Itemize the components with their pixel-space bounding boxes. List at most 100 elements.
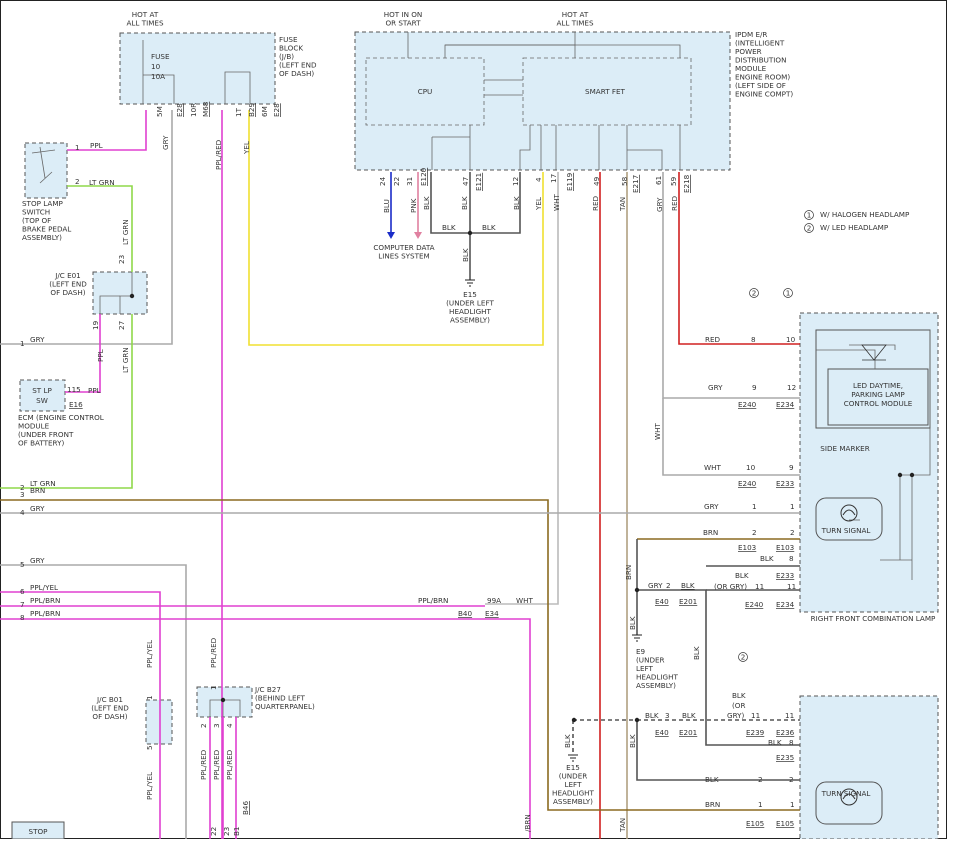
wire-label: 23	[117, 255, 126, 264]
wire-label: B29	[247, 102, 256, 117]
wire-label: 49	[592, 176, 601, 186]
wire-label: PPL/RED	[225, 749, 234, 780]
wire-13	[678, 172, 800, 345]
wire-label: 2	[790, 528, 795, 537]
legend-halogen: W/ HALOGEN HEADLAMP	[820, 210, 910, 219]
turn-signal-upper-box	[815, 497, 883, 541]
splice-dot	[220, 697, 226, 703]
splice-dot	[571, 717, 577, 723]
wire-label: E201	[679, 728, 697, 737]
wire-label: PPL	[88, 386, 101, 395]
wire-label: LT GRN	[121, 347, 130, 373]
wire-label: PPL/RED	[214, 139, 223, 170]
led-icon	[861, 344, 887, 361]
wire-label: BLK	[705, 775, 719, 784]
row-color: GRY	[30, 335, 45, 344]
wire-22	[0, 564, 187, 839]
stop-lamp-switch-box	[24, 142, 68, 199]
fuse-block-box	[119, 32, 276, 105]
wire-label: 3	[212, 723, 221, 728]
wire-label: BLK	[482, 223, 496, 232]
wire-label: 2	[666, 581, 671, 590]
wire-label: BLK	[768, 738, 782, 747]
wire-label: 2	[199, 723, 208, 728]
wire-label: E40	[655, 597, 669, 606]
wire-label: WHT	[653, 422, 662, 440]
wire-label: E121	[474, 173, 483, 191]
wire-label: BLK	[442, 223, 456, 232]
wire-label: E103	[776, 543, 794, 552]
wire-label: 11	[785, 711, 794, 720]
wire-label: E240	[738, 400, 757, 409]
row-number: 7	[20, 600, 25, 609]
wire-label: 59	[669, 176, 678, 186]
row-color: PPL/BRN	[30, 609, 60, 618]
wire-4	[248, 110, 544, 346]
wire-7	[430, 172, 521, 234]
wire-label: BLK	[760, 554, 774, 563]
wire-1	[67, 185, 133, 272]
splice-dot	[897, 472, 903, 478]
wire-label: PPL/RED	[212, 749, 221, 780]
wire-label: BRN	[705, 800, 720, 809]
wire-label: 17	[549, 174, 558, 183]
wire-label: 1	[209, 685, 218, 690]
wire-17	[0, 499, 800, 811]
wire-label: 1	[145, 695, 154, 700]
wire-label: 99A	[487, 596, 501, 605]
wire-label: WHT	[516, 596, 534, 605]
wire-label: 1	[790, 502, 795, 511]
legend-marker-2: 2	[804, 223, 814, 233]
wire-25	[0, 618, 531, 839]
wire-label: TAN	[618, 197, 627, 212]
wire-label: BLK	[422, 196, 431, 210]
wire-label: BLK	[628, 616, 637, 630]
wire-label: E105	[776, 819, 794, 828]
wire-29	[636, 720, 800, 781]
ground-symbol	[465, 279, 475, 287]
wire-label: 2	[758, 775, 763, 784]
right-front-combination-lamp-label: RIGHT FRONT COMBINATION LAMP	[811, 614, 936, 623]
wire-label: RED	[670, 195, 679, 211]
row-number: 8	[20, 613, 25, 622]
row-number: 3	[20, 490, 25, 499]
wire-label: E218	[682, 174, 691, 193]
svg-text:2: 2	[752, 289, 757, 298]
fuse-amperage: 10A	[151, 72, 165, 81]
ground-symbol	[632, 634, 642, 642]
wire-label: GRY	[655, 197, 664, 212]
wire-label: 1	[758, 800, 763, 809]
wire-label: GRY	[161, 135, 170, 150]
wire-label: PPL/RED	[209, 637, 218, 668]
svg-text:1: 1	[807, 211, 812, 220]
wire-label: YEL	[242, 141, 251, 155]
wire-label: 22	[392, 177, 401, 186]
wire-label: YEL	[534, 197, 543, 211]
wire-label: E103	[738, 543, 756, 552]
wire-label: 9	[752, 383, 757, 392]
wire-label: E105	[746, 819, 764, 828]
wire-label: E34	[485, 609, 499, 618]
row-number: 6	[20, 587, 25, 596]
row-number: 2	[20, 483, 25, 492]
wires	[0, 110, 800, 839]
wire-label: BLK	[628, 734, 637, 748]
splice-dot	[129, 293, 135, 299]
row-color: GRY	[30, 556, 45, 565]
splice-dot	[909, 472, 915, 478]
wire-label: E120	[419, 167, 428, 186]
row-number: 1	[20, 339, 25, 348]
wire-label: PPL	[96, 349, 105, 362]
wire-label: GRY	[648, 581, 663, 590]
wire-label: BLK	[692, 646, 701, 660]
wire-label: BLU	[382, 199, 391, 213]
